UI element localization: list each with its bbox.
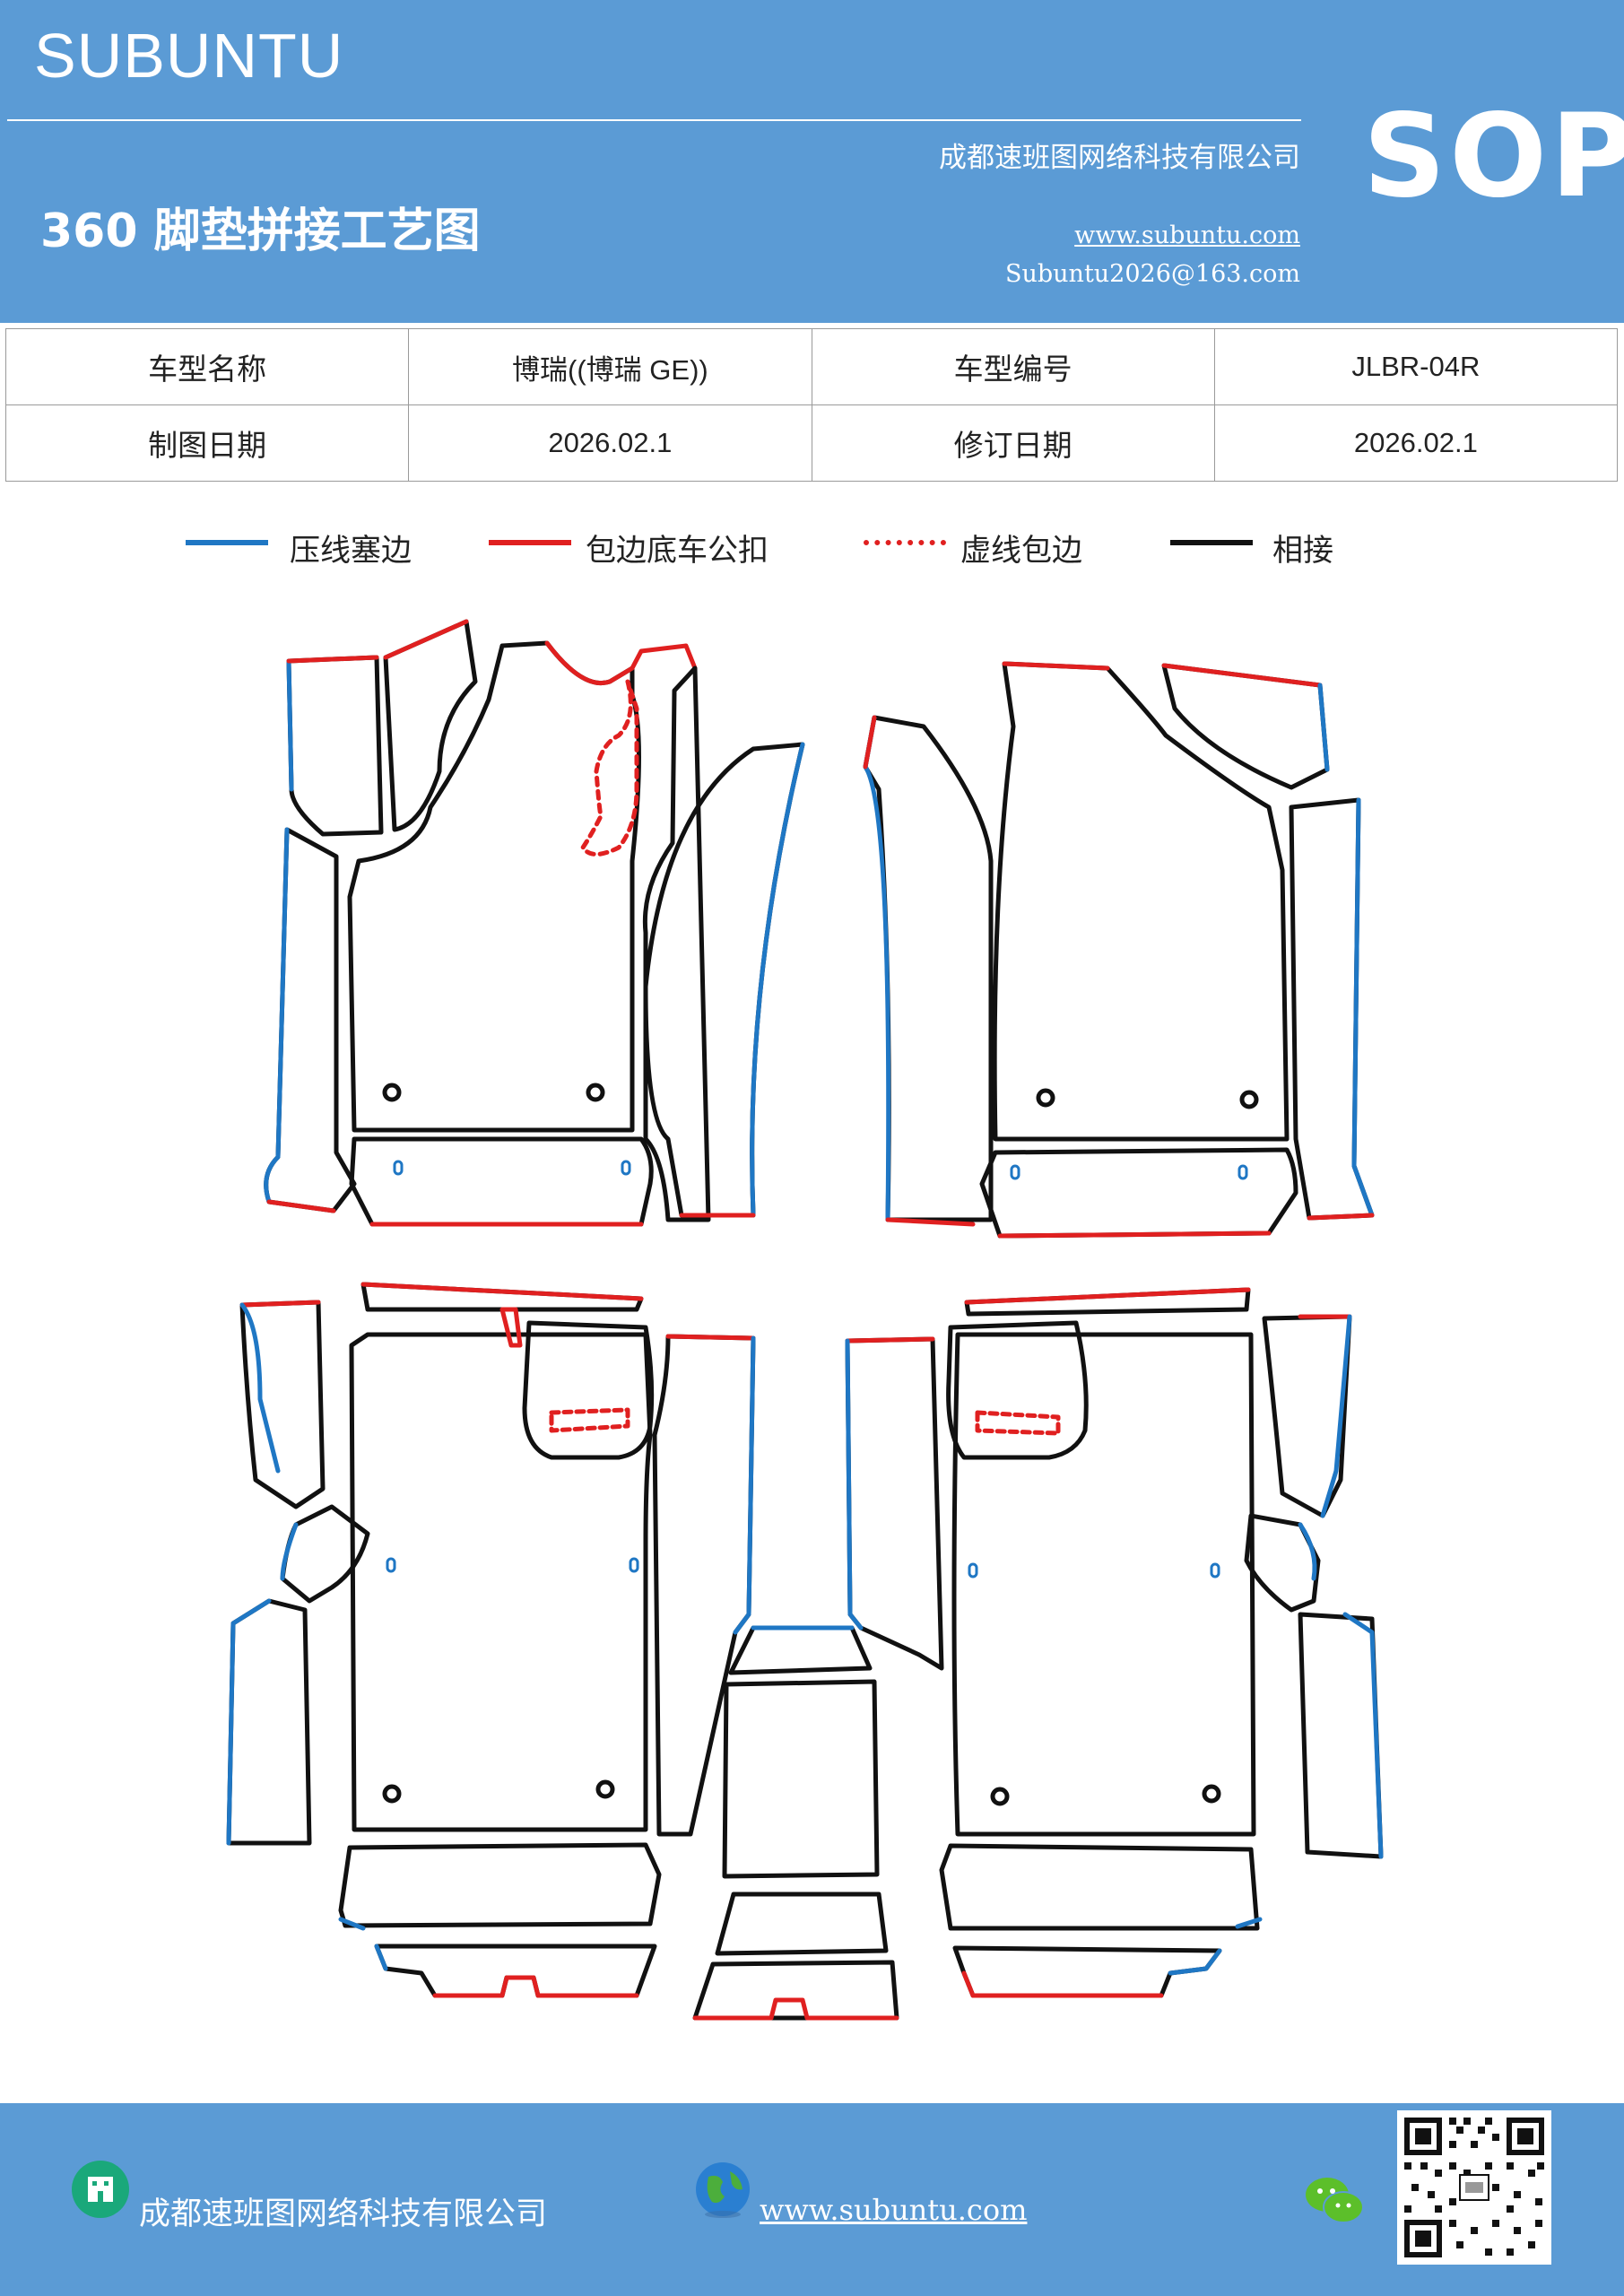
legend-swatch [864, 540, 946, 545]
info-table: 车型名称 博瑞((博瑞 GE)) 车型编号 JLBR-04R 制图日期 2026… [4, 328, 1619, 482]
mat-piece-rear-left [226, 1282, 756, 1998]
legend: 压线塞边 包边底车公扣 虚线包边 相接 [0, 522, 1624, 576]
legend-swatch [489, 540, 571, 545]
document-title: 360 脚垫拼接工艺图 [40, 204, 481, 258]
header-divider [7, 119, 1301, 121]
legend-label: 包边底车公扣 [586, 533, 769, 569]
footer-website-link[interactable]: www.subuntu.com [760, 2193, 1028, 2227]
legend-label: 相接 [1272, 533, 1333, 569]
model-name-value: 博瑞((博瑞 GE)) [408, 328, 812, 405]
mat-piece-rear-center [692, 1625, 899, 2021]
legend-label: 压线塞边 [290, 533, 412, 569]
footer-banner: 成都速班图网络科技有限公司 www.subuntu.com [0, 2103, 1624, 2296]
draw-date-label: 制图日期 [4, 404, 410, 482]
globe-icon [692, 2159, 753, 2223]
draw-date-value: 2026.02.1 [408, 404, 812, 482]
revise-date-value: 2026.02.1 [1213, 404, 1619, 482]
floor-mat-diagram [226, 619, 1384, 2021]
building-icon [70, 2159, 131, 2223]
header-banner: SUBUNTU 360 脚垫拼接工艺图 成都速班图网络科技有限公司 www.su… [0, 0, 1624, 323]
mat-piece-rear-right [845, 1287, 1384, 1998]
model-code-value: JLBR-04R [1213, 328, 1619, 405]
footer-company-name: 成都速班图网络科技有限公司 [139, 2196, 548, 2232]
header-email: Subuntu2026@163.com [1005, 260, 1300, 288]
wechat-icon[interactable] [1305, 2175, 1364, 2231]
mat-piece-front-left [264, 619, 805, 1227]
model-name-label: 车型名称 [4, 328, 410, 405]
header-website-link[interactable]: www.subuntu.com [1074, 222, 1300, 249]
header-company-name: 成都速班图网络科技有限公司 [939, 142, 1300, 174]
brand-logo-text: SUBUNTU [34, 21, 344, 91]
table-row: 车型名称 博瑞((博瑞 GE)) 车型编号 JLBR-04R [4, 328, 1619, 405]
legend-swatch [186, 540, 268, 545]
table-row: 制图日期 2026.02.1 修订日期 2026.02.1 [4, 404, 1619, 482]
qr-code[interactable] [1397, 2110, 1551, 2265]
mat-piece-front-right [863, 661, 1375, 1239]
sop-badge: SOP [1363, 90, 1624, 223]
legend-label: 虚线包边 [960, 533, 1082, 569]
revise-date-label: 修订日期 [811, 404, 1215, 482]
model-code-label: 车型编号 [811, 328, 1215, 405]
legend-swatch [1170, 540, 1253, 545]
